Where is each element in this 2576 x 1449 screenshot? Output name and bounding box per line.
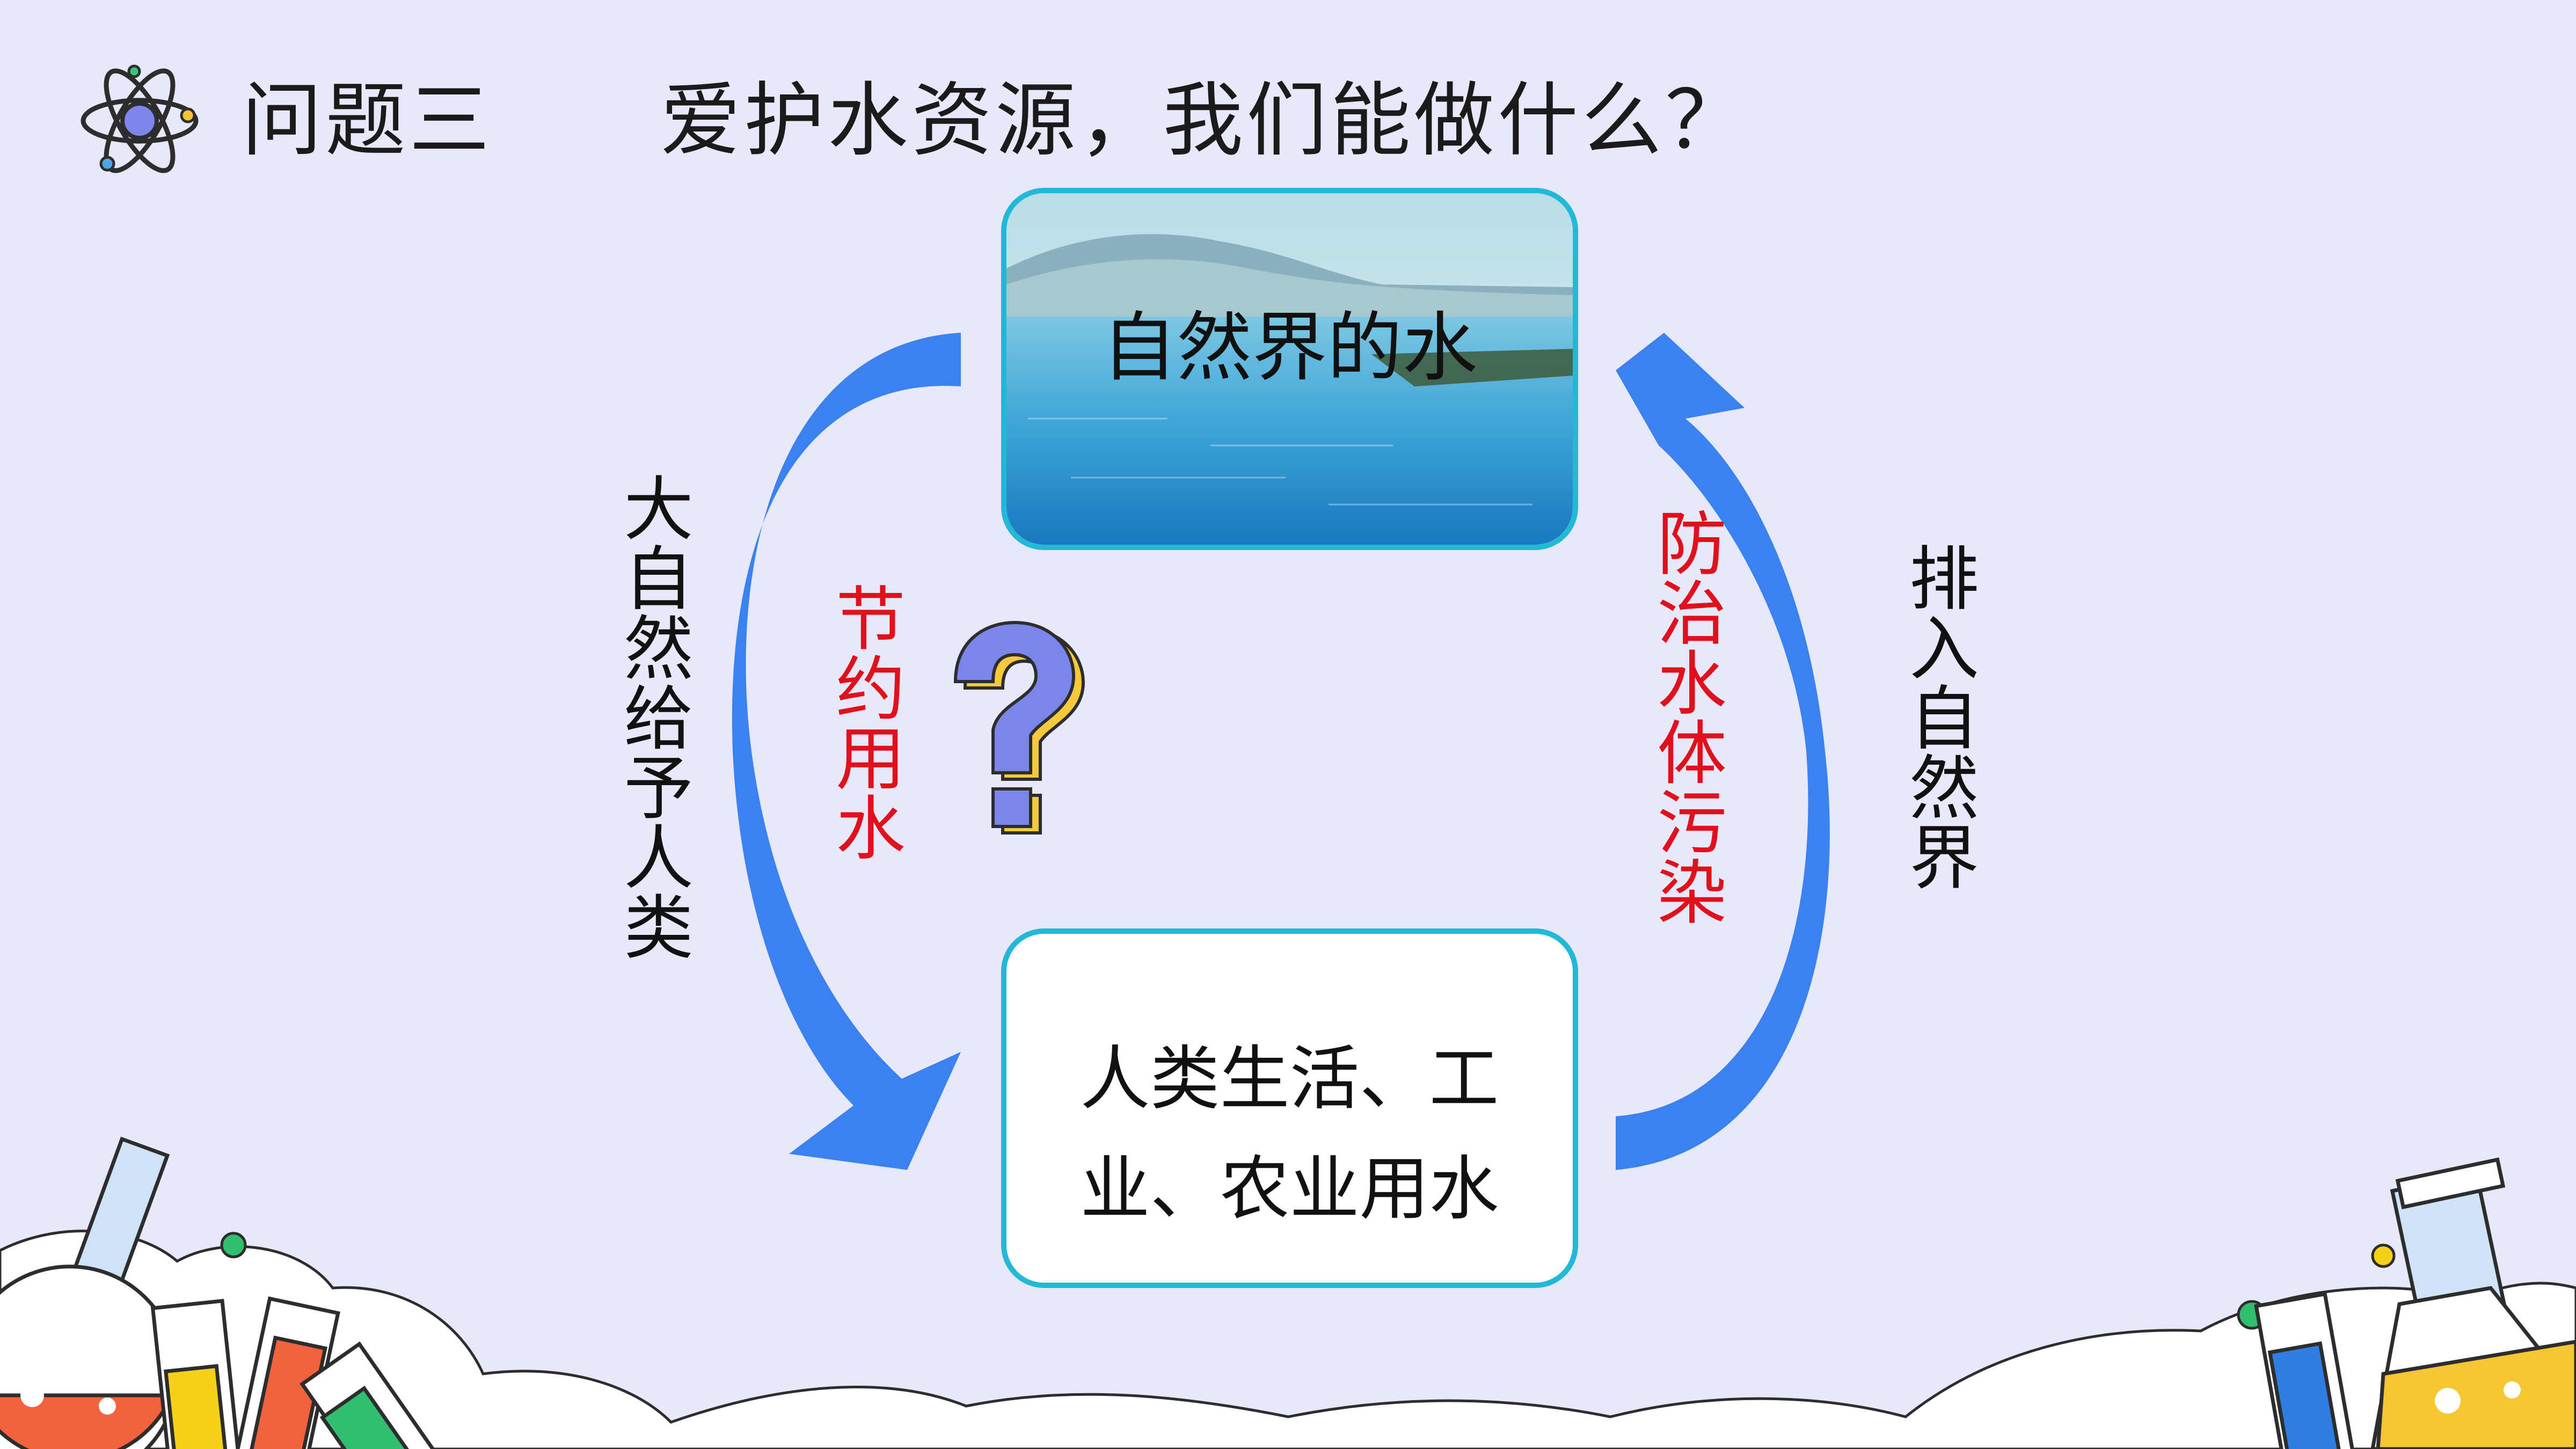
atom-icon — [75, 56, 204, 185]
page-title: 爱护水资源，我们能做什么？ — [660, 74, 1749, 167]
bottom-box-human-use: 人类生活、工 业、农业用水 — [1001, 928, 1578, 1288]
right-arrow — [1616, 333, 1830, 1170]
yellow-dot-right — [2371, 1243, 2396, 1268]
bottom-box-label-line2: 业、农业用水 — [1080, 1148, 1499, 1230]
top-box-label: 自然界的水 — [1101, 304, 1478, 392]
test-tube-blue-icon — [2254, 1292, 2357, 1449]
flask-left-icon — [0, 1136, 179, 1449]
test-tube-orange-icon — [234, 1296, 340, 1449]
question-number: 问题三 — [242, 74, 493, 167]
lake-photo — [1006, 193, 1573, 545]
left-arrow — [732, 333, 961, 1170]
test-tube-green-icon — [300, 1341, 436, 1449]
label-discharge-to-nature: 排入自然界 — [1898, 542, 1979, 891]
test-tube-yellow-icon — [150, 1299, 242, 1449]
bottom-box-label-line1: 人类生活、工 — [1080, 1038, 1499, 1119]
label-prevent-pollution: 防治水体污染 — [1645, 507, 1727, 926]
label-nature-gives-humans: 大自然给予人类 — [612, 472, 694, 961]
flask-right-icon — [2370, 1157, 2576, 1449]
top-box-nature-water: 自然界的水 — [1001, 188, 1578, 550]
question-mark-icon — [934, 617, 1095, 853]
label-save-water: 节约用水 — [824, 582, 906, 861]
green-dot — [220, 1232, 247, 1258]
